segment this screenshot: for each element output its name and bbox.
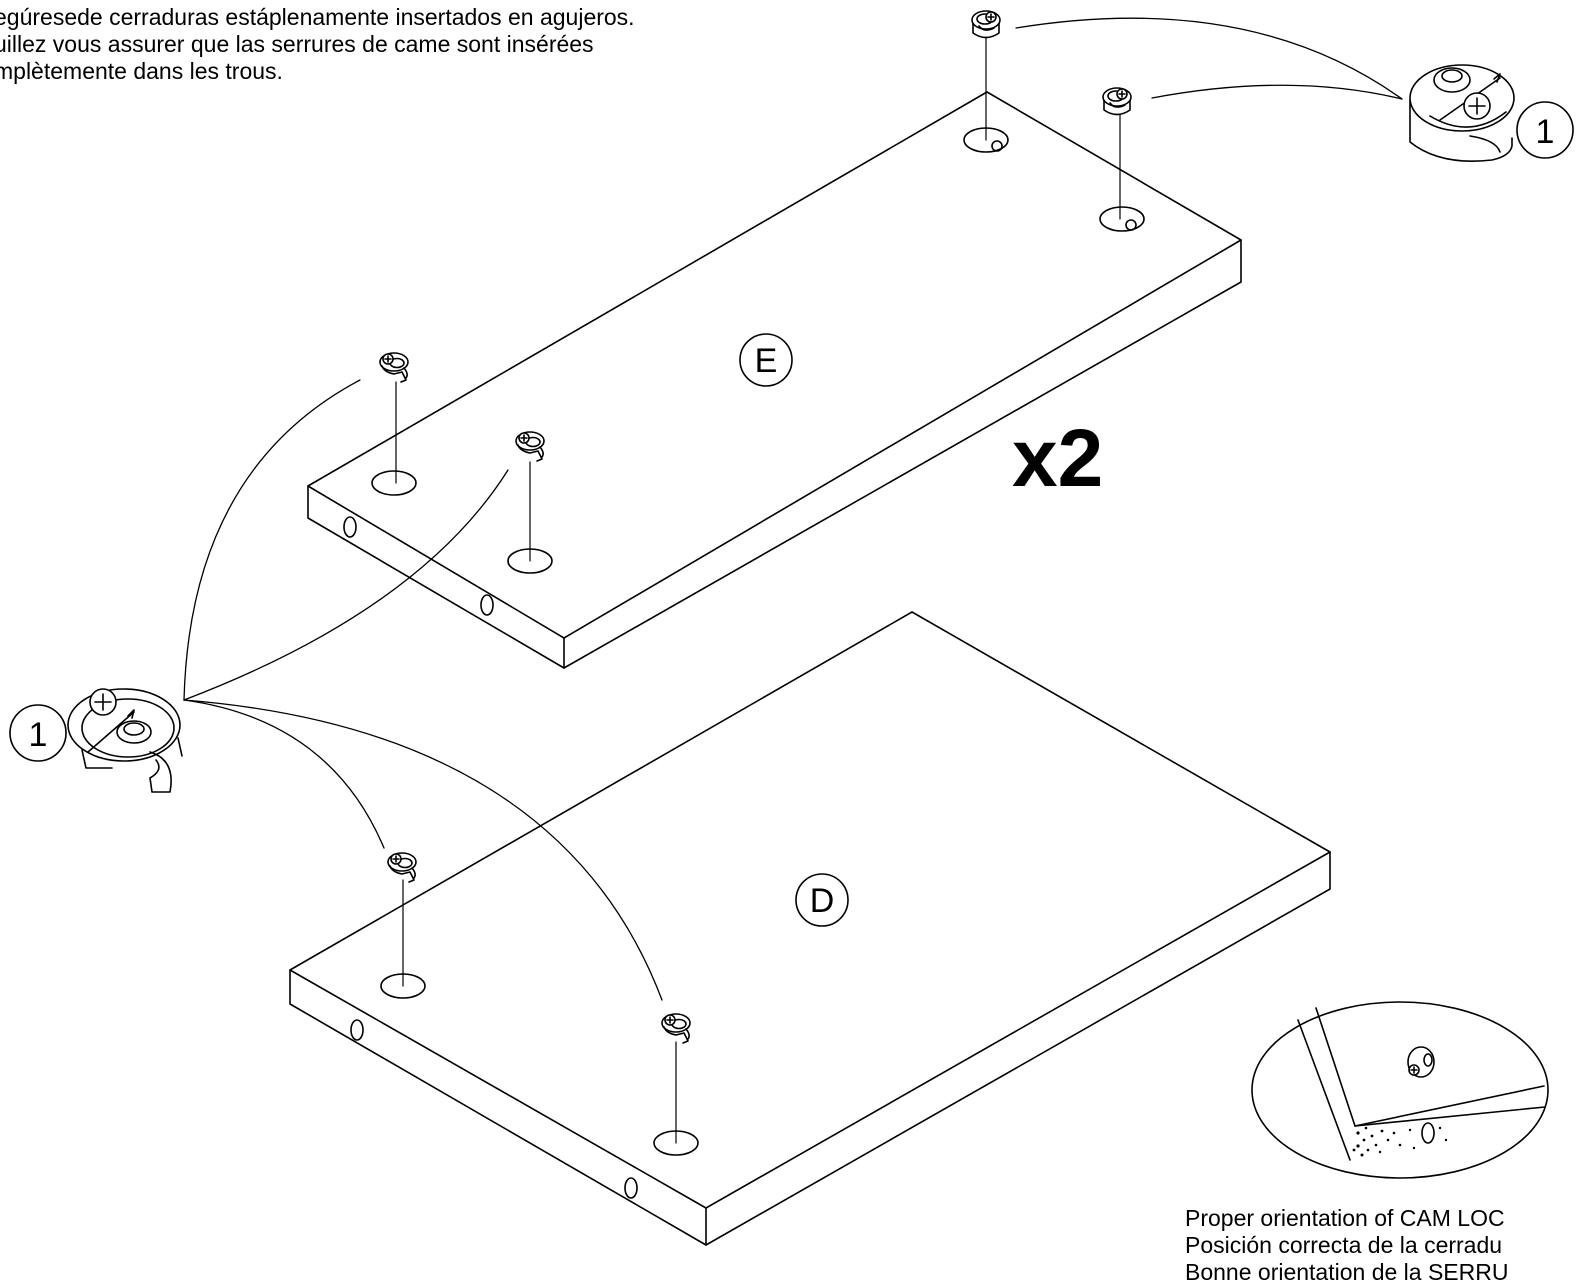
instruction-text-bottom: Proper orientation of CAM LOC Posición c… — [1185, 1205, 1508, 1286]
instruction-line: Proper orientation of CAM LOC — [1185, 1205, 1505, 1231]
part-callout: 1 — [29, 716, 48, 754]
part-callout: 1 — [1536, 113, 1555, 151]
edge-hole — [480, 594, 494, 616]
quantity-label: x2 — [1012, 413, 1103, 504]
cam-lock-icon — [1407, 1046, 1435, 1078]
instruction-line: egúresede cerraduras estáplenamente inse… — [0, 4, 635, 30]
cam-lock-icon — [379, 352, 409, 383]
cam-lock-icon — [387, 852, 417, 883]
instruction-line: mplètemente dans les trous. — [0, 58, 283, 84]
edge-hole — [343, 516, 357, 538]
cam-hole — [1099, 206, 1145, 232]
panel-d — [289, 611, 1331, 1246]
instruction-text-top: egúresede cerraduras estáplenamente inse… — [0, 4, 635, 85]
panel-e — [307, 91, 1242, 669]
detail-bubble — [1251, 1001, 1549, 1179]
cam-lock-large-icon — [67, 688, 183, 793]
panel-label-d: D — [810, 882, 835, 920]
cam-lock-icon — [1102, 87, 1132, 116]
edge-hole — [350, 1019, 364, 1041]
edge-hole — [624, 1177, 638, 1199]
instruction-line: Posición correcta de la cerradu — [1185, 1232, 1503, 1258]
instruction-line: uillez vous assurer que las serrures de … — [0, 31, 594, 57]
cam-hole — [371, 470, 417, 496]
cam-lock-icon — [971, 10, 1001, 39]
cam-lock-large-icon — [1409, 64, 1515, 162]
instruction-line: Bonne orientation de la SERRU — [1185, 1259, 1509, 1285]
panel-label-e: E — [755, 342, 778, 380]
